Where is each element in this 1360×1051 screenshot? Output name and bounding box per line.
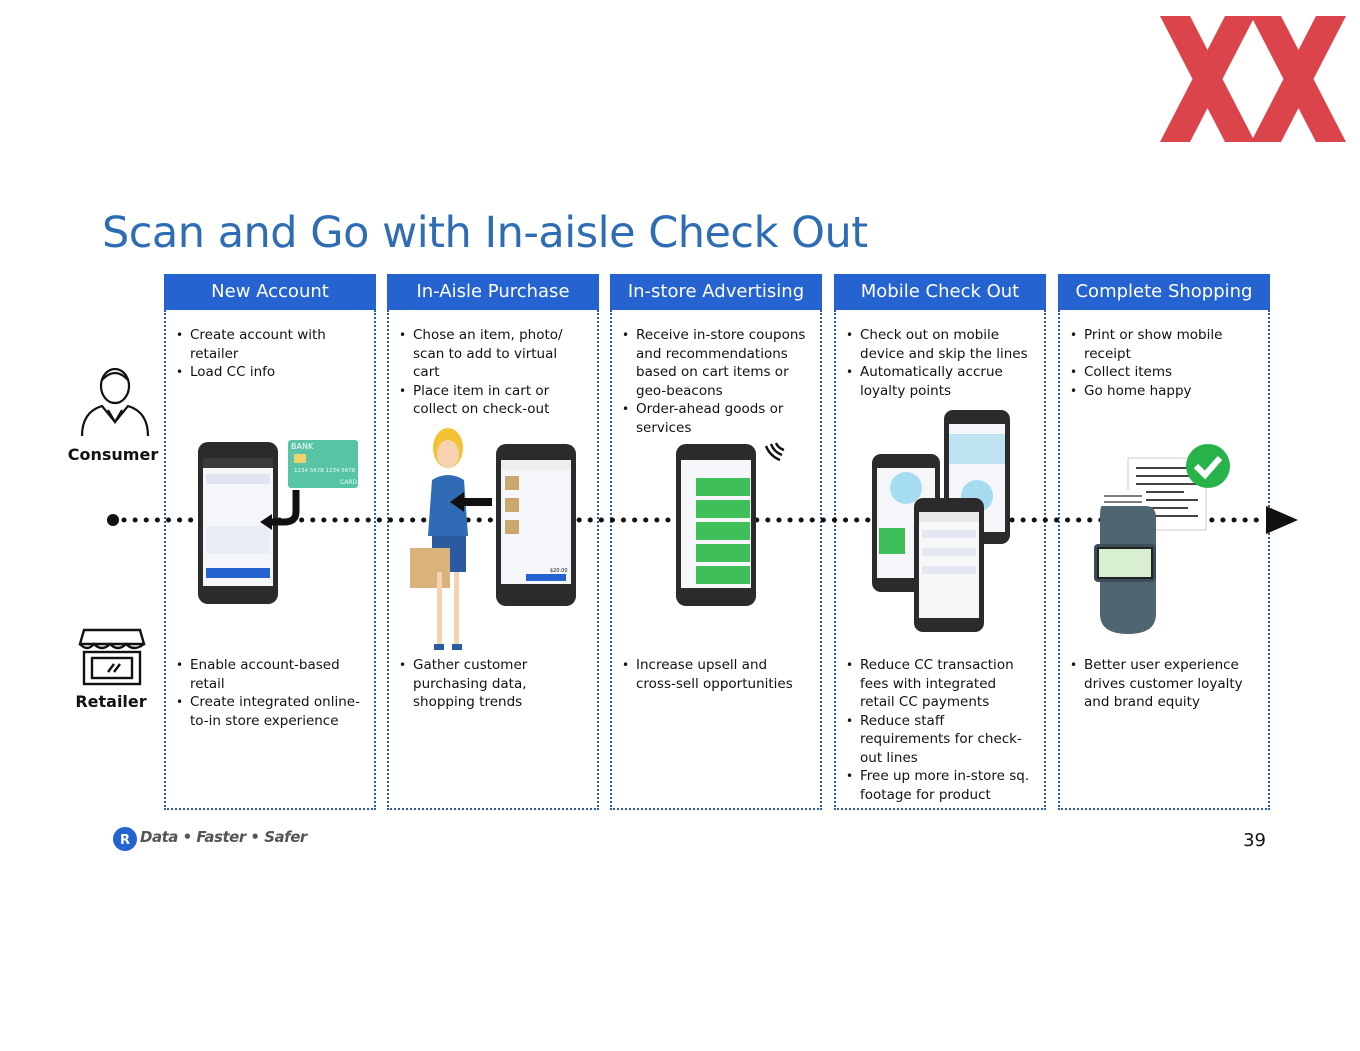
card-label-text: CARD xyxy=(340,479,357,486)
consumer-points: Chose an item, photo/ scan to add to vir… xyxy=(397,326,585,419)
column-complete-shopping: Complete Shopping Print or show mobile r… xyxy=(1058,274,1270,812)
multi-phone-illustration xyxy=(872,410,1010,632)
consumer-label: Consumer xyxy=(67,445,159,464)
list-item: Create integrated online-to-in store exp… xyxy=(174,693,362,730)
list-item: Receive in-store coupons and recommendat… xyxy=(620,326,808,400)
shopper-illustration: $20.00 xyxy=(410,428,576,650)
list-item: Better user experience drives customer l… xyxy=(1068,656,1256,712)
retailer-points: Enable account-based retail Create integ… xyxy=(174,656,362,730)
column-header: Mobile Check Out xyxy=(834,274,1046,310)
storefront-icon xyxy=(78,628,146,686)
column-header: Complete Shopping xyxy=(1058,274,1270,310)
column-border xyxy=(164,310,376,810)
timeline-arrow xyxy=(107,506,1298,534)
column-mobile-check-out: Mobile Check Out Check out on mobile dev… xyxy=(834,274,1046,812)
list-item: Gather customer purchasing data, shoppin… xyxy=(397,656,585,712)
list-item: Check out on mobile device and skip the … xyxy=(844,326,1032,363)
list-item: Chose an item, photo/ scan to add to vir… xyxy=(397,326,585,382)
beacon-signal-icon xyxy=(764,442,785,462)
card-number-text: 1234 5678 1234 5678 xyxy=(294,468,356,474)
list-item: Automatically accrue loyalty points xyxy=(844,363,1032,400)
column-in-store-advertising: In-store Advertising Receive in-store co… xyxy=(610,274,822,812)
list-item: Load CC info xyxy=(174,363,362,382)
list-item: Print or show mobile receipt xyxy=(1068,326,1256,363)
footer-brand-text: Data • Faster • Safer xyxy=(140,828,307,846)
column-border xyxy=(1058,310,1270,810)
column-header: New Account xyxy=(164,274,376,310)
column-border xyxy=(387,310,599,810)
retailer-label: Retailer xyxy=(75,692,147,711)
list-item: Enable account-based retail xyxy=(174,656,362,693)
column-border xyxy=(610,310,822,810)
consumer-points: Receive in-store coupons and recommendat… xyxy=(620,326,808,437)
list-item: Go home happy xyxy=(1068,382,1256,401)
price-text: $20.00 xyxy=(550,568,568,574)
list-item: Free up more in-store sq. footage for pr… xyxy=(844,767,1032,804)
consumer-points: Create account with retailer Load CC inf… xyxy=(174,326,362,382)
retailer-points: Gather customer purchasing data, shoppin… xyxy=(397,656,585,712)
person-icon xyxy=(80,367,150,437)
arrow-head-icon xyxy=(1266,506,1298,534)
page-number: 39 xyxy=(1243,830,1266,851)
list-item: Collect items xyxy=(1068,363,1256,382)
column-header: In-Aisle Purchase xyxy=(387,274,599,310)
column-in-aisle-purchase: In-Aisle Purchase Chose an item, photo/ … xyxy=(387,274,599,812)
consumer-points: Print or show mobile receipt Collect ite… xyxy=(1068,326,1256,400)
card-bank-text: BANK xyxy=(291,442,314,451)
list-item: Reduce staff requirements for check-out … xyxy=(844,712,1032,768)
phone-card-illustration: BANK 1234 5678 1234 5678 CARD xyxy=(198,440,358,604)
consumer-points: Check out on mobile device and skip the … xyxy=(844,326,1032,400)
check-circle-icon xyxy=(1186,444,1230,488)
column-header: In-store Advertising xyxy=(610,274,822,310)
list-item: Create account with retailer xyxy=(174,326,362,363)
list-item: Increase upsell and cross-sell opportuni… xyxy=(620,656,808,693)
brand-initial: R xyxy=(120,833,130,848)
column-new-account: New Account Create account with retailer… xyxy=(164,274,376,812)
coupon-phone-illustration xyxy=(676,442,785,606)
xx-logo xyxy=(1160,16,1346,142)
retailer-points: Better user experience drives customer l… xyxy=(1068,656,1256,712)
list-item: Place item in cart or collect on check-o… xyxy=(397,382,585,419)
brand-logo-icon: R xyxy=(113,827,137,851)
retailer-points: Reduce CC transaction fees with integrat… xyxy=(844,656,1032,804)
retailer-points: Increase upsell and cross-sell opportuni… xyxy=(620,656,808,693)
column-border xyxy=(834,310,1046,810)
list-item: Reduce CC transaction fees with integrat… xyxy=(844,656,1032,712)
page-title: Scan and Go with In-aisle Check Out xyxy=(102,208,868,258)
list-item: Order-ahead goods or services xyxy=(620,400,808,437)
payment-terminal-illustration xyxy=(1094,444,1230,634)
